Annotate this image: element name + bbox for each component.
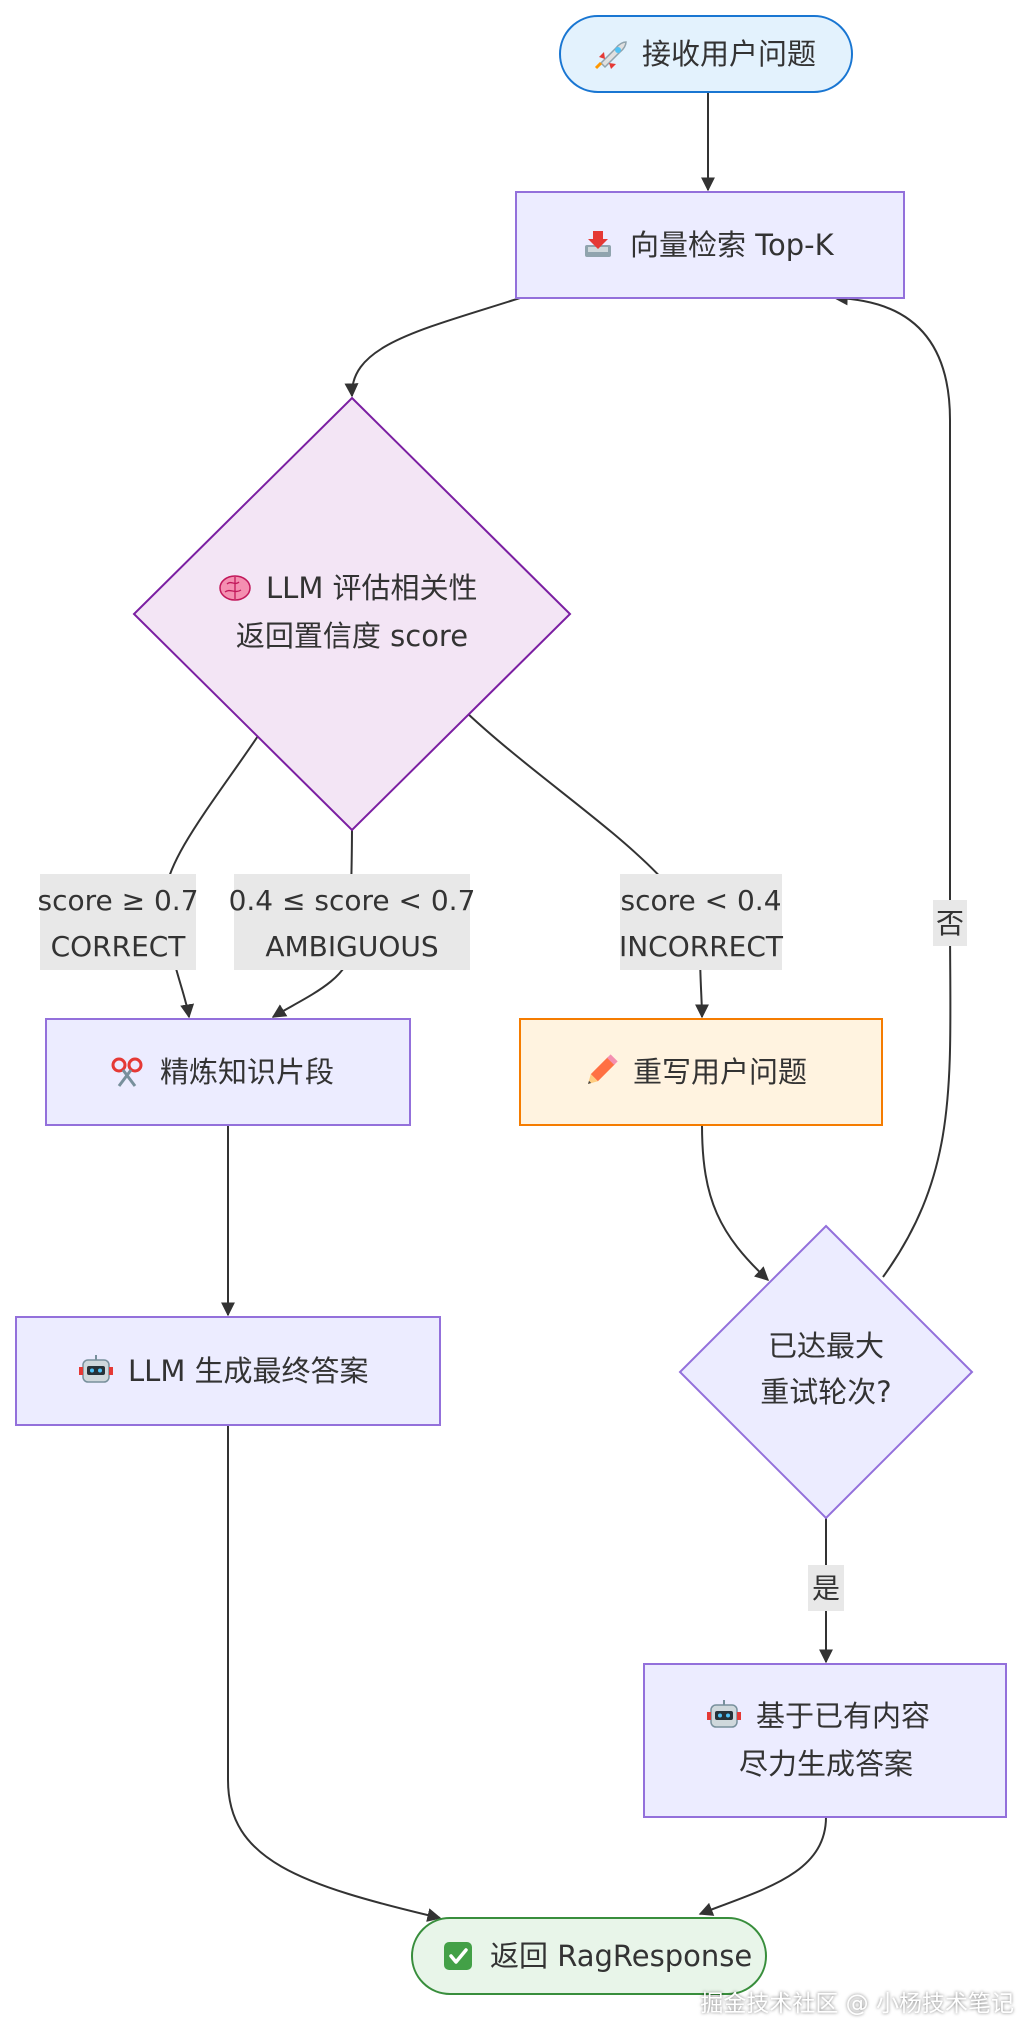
- node-best-effort-line1: 基于已有内容: [756, 1699, 930, 1733]
- edge-label-yes-text: 是: [812, 1572, 840, 1605]
- edge-label-correct-line1: score ≥ 0.7: [37, 884, 198, 917]
- edge-evaluate-to-rewrite-incorrect: [466, 712, 709, 1019]
- edge-rewrite-to-max-retry: [701, 1124, 770, 1281]
- node-retrieve: 向量检索 Top-K: [515, 191, 905, 299]
- edge-label-no: 否: [933, 900, 967, 946]
- edge-label-no-text: 否: [936, 907, 964, 940]
- node-best-effort: 基于已有内容 尽力生成答案: [643, 1663, 1007, 1818]
- edge-label-ambiguous-line2: AMBIGUOUS: [265, 930, 438, 963]
- scissors-icon: [111, 1057, 143, 1087]
- rocket-icon: [594, 41, 627, 70]
- node-refine: 精炼知识片段: [45, 1018, 411, 1126]
- node-start-label: 接收用户问题: [642, 37, 816, 71]
- edge-best-effort-to-end: [698, 1816, 827, 1916]
- node-evaluate-line1: LLM 评估相关性: [266, 571, 478, 605]
- check-icon: [444, 1942, 472, 1970]
- edge-label-ambiguous-line1: 0.4 ≤ score < 0.7: [229, 884, 476, 917]
- node-max-retry-line2: 重试轮次?: [760, 1375, 891, 1409]
- node-max-retry: 已达最大 重试轮次?: [678, 1224, 974, 1520]
- edges: [163, 92, 952, 1922]
- node-end-label: 返回 RagResponse: [490, 1939, 752, 1973]
- edge-label-incorrect-line1: score < 0.4: [620, 884, 781, 917]
- robot-icon: [707, 1700, 741, 1728]
- edge-max-retry-to-retrieve-no: [833, 291, 952, 1278]
- pencil-icon: [587, 1054, 618, 1085]
- node-rewrite: 重写用户问题: [519, 1018, 883, 1126]
- edge-label-yes: 是: [808, 1565, 844, 1611]
- edge-generate-to-end: [226, 1425, 442, 1922]
- node-evaluate-line2: 返回置信度 score: [236, 619, 468, 653]
- node-generate-label: LLM 生成最终答案: [128, 1354, 369, 1388]
- edge-label-correct-line2: CORRECT: [51, 930, 187, 963]
- inbox-tray-icon: [585, 231, 611, 257]
- brain-icon: [219, 575, 251, 601]
- node-generate: LLM 生成最终答案: [15, 1316, 441, 1426]
- node-evaluate: LLM 评估相关性 返回置信度 score: [132, 396, 572, 832]
- node-retrieve-label: 向量检索 Top-K: [630, 228, 835, 262]
- robot-icon: [79, 1355, 113, 1383]
- edge-label-ambiguous: 0.4 ≤ score < 0.7 AMBIGUOUS: [229, 874, 476, 970]
- edge-label-incorrect: score < 0.4 INCORRECT: [619, 874, 784, 970]
- watermark: 掘金技术社区 @ 小杨技术笔记: [700, 1991, 1014, 2017]
- node-start: 接收用户问题: [559, 15, 853, 93]
- edge-retrieve-to-evaluate: [344, 297, 521, 398]
- node-refine-label: 精炼知识片段: [160, 1055, 334, 1089]
- node-best-effort-line2: 尽力生成答案: [739, 1747, 913, 1781]
- edge-label-correct: score ≥ 0.7 CORRECT: [37, 874, 199, 970]
- edge-label-incorrect-line2: INCORRECT: [619, 930, 784, 963]
- node-end: 返回 RagResponse: [411, 1917, 767, 1995]
- node-rewrite-label: 重写用户问题: [633, 1055, 807, 1089]
- node-max-retry-line1: 已达最大: [768, 1329, 884, 1363]
